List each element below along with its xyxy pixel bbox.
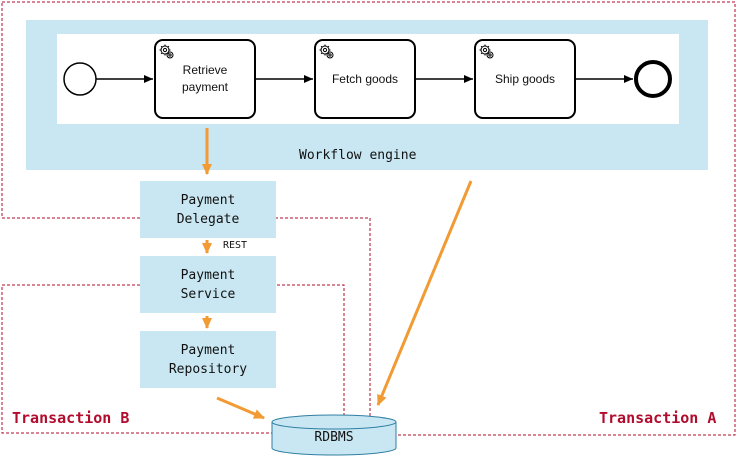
task-label: Retrieve payment	[181, 63, 229, 94]
arrow-repository-to-rdbms	[216, 396, 265, 420]
start-event	[63, 62, 97, 96]
rdbms-cylinder	[271, 414, 397, 456]
task-retrieve-payment: Retrieve payment	[154, 39, 256, 119]
task-ship-goods: Ship goods	[474, 39, 576, 119]
payment-delegate-line1: Payment	[180, 192, 236, 208]
gear-icon	[478, 43, 496, 61]
transaction-a-label: Transaction A	[599, 409, 717, 427]
payment-repository-line1: Payment	[180, 342, 236, 358]
payment-repository-line2: Repository	[168, 361, 248, 377]
payment-delegate-line2: Delegate	[176, 211, 240, 227]
gear-icon	[318, 43, 336, 61]
payment-service-line1: Payment	[180, 267, 236, 283]
transaction-a-boundary	[1, 1, 736, 436]
task-fetch-goods: Fetch goods	[314, 39, 416, 119]
payment-delegate-box: Payment Delegate	[140, 181, 276, 238]
rest-label: REST	[223, 240, 248, 251]
workflow-engine-label: Workflow engine	[299, 148, 417, 163]
rdbms-label: RDBMS	[314, 430, 354, 445]
transaction-b-boundary	[1, 284, 345, 434]
payment-service-box: Payment Service	[140, 256, 276, 313]
payment-repository-box: Payment Repository	[140, 331, 276, 388]
payment-service-line2: Service	[180, 286, 236, 302]
task-label: Ship goods	[494, 71, 556, 86]
gear-icon	[158, 43, 176, 61]
transaction-b-label: Transaction B	[12, 409, 130, 427]
task-label: Fetch goods	[331, 71, 399, 86]
arrow-engine-to-rdbms	[376, 180, 473, 406]
end-event	[634, 60, 672, 98]
